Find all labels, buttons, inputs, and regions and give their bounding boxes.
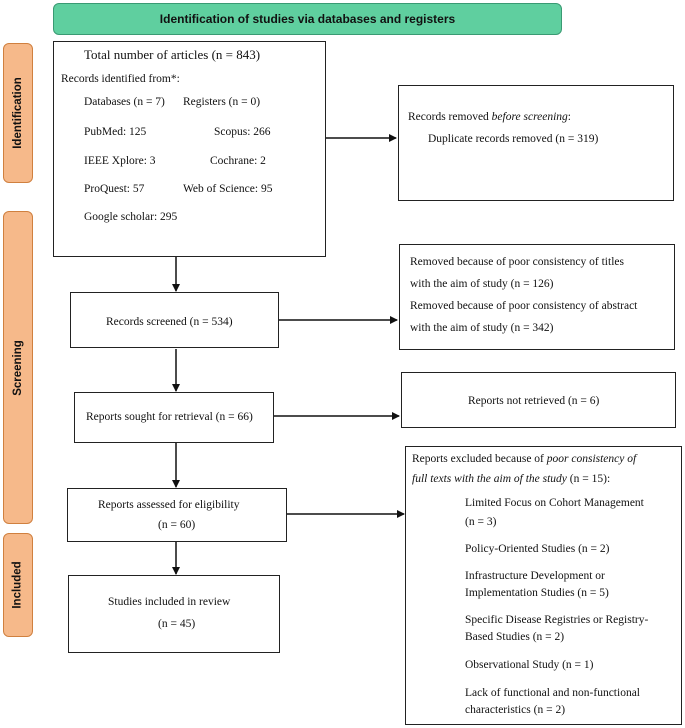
studies-included-line1: Studies included in review [108,596,231,608]
stage-included: Included [3,533,33,637]
reason-functional-line2: characteristics (n = 2) [465,704,566,716]
databases-count: Databases (n = 7) [84,96,165,108]
removed-abstract-line1: Removed because of poor consistency of a… [410,300,638,312]
reason-observational: Observational Study (n = 1) [465,659,594,671]
reports-excluded-box [405,446,682,725]
reports-sought-label: Reports sought for retrieval (n = 66) [86,411,253,423]
reason-policy: Policy-Oriented Studies (n = 2) [465,543,610,555]
reports-assessed-line1: Reports assessed for eligibility [98,499,240,511]
excluded-header-line1: Reports excluded because of poor consist… [412,453,637,465]
reports-sought-box [74,392,274,443]
proquest-count: ProQuest: 57 [84,183,145,195]
header-banner: Identification of studies via databases … [53,3,562,35]
reason-functional-line1: Lack of functional and non-functional [465,687,640,699]
reason-cohort-line1: Limited Focus on Cohort Management [465,497,644,509]
studies-included-box [68,575,280,653]
reason-registry-line2: Based Studies (n = 2) [465,631,565,643]
identification-box [53,41,326,257]
stage-identification: Identification [3,43,33,183]
removed-titles-line1: Removed because of poor consistency of t… [410,256,624,268]
reason-registry-line1: Specific Disease Registries or Registry- [465,614,649,626]
wos-count: Web of Science: 95 [183,183,273,195]
removed-titles-line2: with the aim of study (n = 126) [410,278,554,290]
not-retrieved-label: Reports not retrieved (n = 6) [468,395,600,407]
stage-screening: Screening [3,211,33,524]
records-from-label: Records identified from*: [61,73,180,85]
cochrane-count: Cochrane: 2 [210,155,266,167]
records-screened-box [70,292,279,348]
reason-cohort-line2: (n = 3) [465,516,497,528]
reason-infrastructure-line1: Infrastructure Development or [465,570,605,582]
scholar-count: Google scholar: 295 [84,211,178,223]
pubmed-count: PubMed: 125 [84,126,147,138]
removed-abstract-line2: with the aim of study (n = 342) [410,322,554,334]
reason-infrastructure-line2: Implementation Studies (n = 5) [465,587,609,599]
studies-included-line2: (n = 45) [158,618,196,630]
header-title: Identification of studies via databases … [159,12,456,26]
removed-before-screening-label: Records removed before screening: [408,111,571,123]
registers-count: Registers (n = 0) [183,96,261,108]
removed-screening-box [399,244,675,350]
reports-assessed-box [67,488,287,542]
total-articles: Total number of articles (n = 843) [84,47,261,62]
records-screened-label: Records screened (n = 534) [106,316,233,328]
scopus-count: Scopus: 266 [214,126,271,138]
ieee-count: IEEE Xplore: 3 [84,155,156,167]
duplicates-removed: Duplicate records removed (n = 319) [428,133,599,145]
removed-before-screening-box [398,85,674,201]
excluded-header-line2: full texts with the aim of the study (n … [412,473,611,485]
not-retrieved-box [401,372,676,428]
reports-assessed-line2: (n = 60) [158,519,196,531]
